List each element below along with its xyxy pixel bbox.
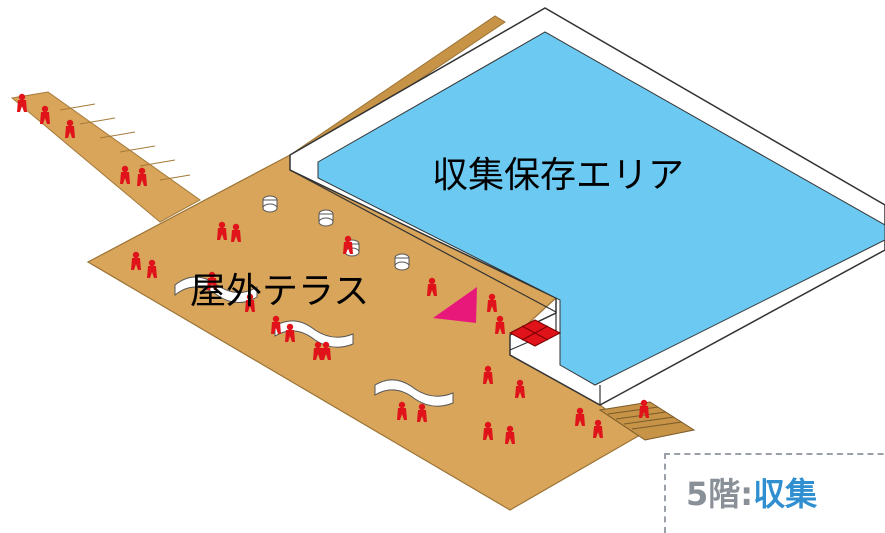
person-head	[66, 119, 74, 127]
person-head	[488, 293, 496, 301]
person-head	[208, 271, 216, 279]
person-head	[138, 167, 146, 175]
person-head	[484, 421, 492, 429]
floor-number: 5階	[686, 475, 741, 513]
walkway	[10, 91, 201, 223]
person-body	[245, 300, 255, 312]
person-body	[17, 100, 27, 112]
walkway-planks	[59, 103, 191, 181]
person-head	[41, 105, 49, 113]
person-body	[427, 284, 437, 296]
person-head	[246, 293, 254, 301]
person-body	[207, 278, 217, 290]
person-head	[232, 223, 240, 231]
person-head	[344, 235, 352, 243]
person-body	[321, 348, 331, 360]
person-body	[131, 258, 141, 270]
person-body	[343, 242, 353, 254]
person-head	[640, 399, 648, 407]
storage-area-label: 収集保存エリア	[432, 155, 685, 196]
person-body	[417, 410, 427, 422]
person-head	[496, 315, 504, 323]
person-body	[483, 372, 493, 384]
people	[17, 93, 649, 444]
person-head	[576, 407, 584, 415]
person-body	[313, 348, 323, 360]
person-head	[516, 379, 524, 387]
floor-plan-diagram	[10, 7, 885, 511]
person-body	[483, 428, 493, 440]
person-body	[137, 174, 147, 186]
person-head	[398, 401, 406, 409]
person-head	[594, 419, 602, 427]
person-body	[271, 322, 281, 334]
storage-area	[317, 31, 885, 386]
floor-caption: 5階:収集	[664, 453, 885, 533]
person-head	[286, 323, 294, 331]
person-body	[65, 126, 75, 138]
person-head	[121, 165, 129, 173]
person-head	[18, 93, 26, 101]
entrance-marker	[508, 319, 562, 347]
person-head	[132, 251, 140, 259]
caption-separator: :	[740, 475, 754, 513]
current-location-marker	[433, 287, 477, 323]
person-body	[285, 330, 295, 342]
person-body	[231, 230, 241, 242]
person-head	[272, 315, 280, 323]
person-head	[484, 365, 492, 373]
person-body	[120, 172, 130, 184]
person-head	[314, 341, 322, 349]
person-body	[397, 408, 407, 420]
person-body	[593, 426, 603, 438]
person-body	[40, 112, 50, 124]
person-body	[495, 322, 505, 334]
person-body	[217, 228, 227, 240]
person-head	[418, 403, 426, 411]
person-body	[575, 414, 585, 426]
person-head	[506, 425, 514, 433]
person-head	[428, 277, 436, 285]
person-body	[515, 386, 525, 398]
person-head	[148, 259, 156, 267]
person-head	[218, 221, 226, 229]
person-body	[639, 406, 649, 418]
person-head	[322, 341, 330, 349]
person-body	[147, 266, 157, 278]
terrace-area-label: 屋外テラス	[190, 271, 370, 312]
person-body	[505, 432, 515, 444]
caption-area-name: 収集	[753, 475, 818, 513]
person-body	[487, 300, 497, 312]
